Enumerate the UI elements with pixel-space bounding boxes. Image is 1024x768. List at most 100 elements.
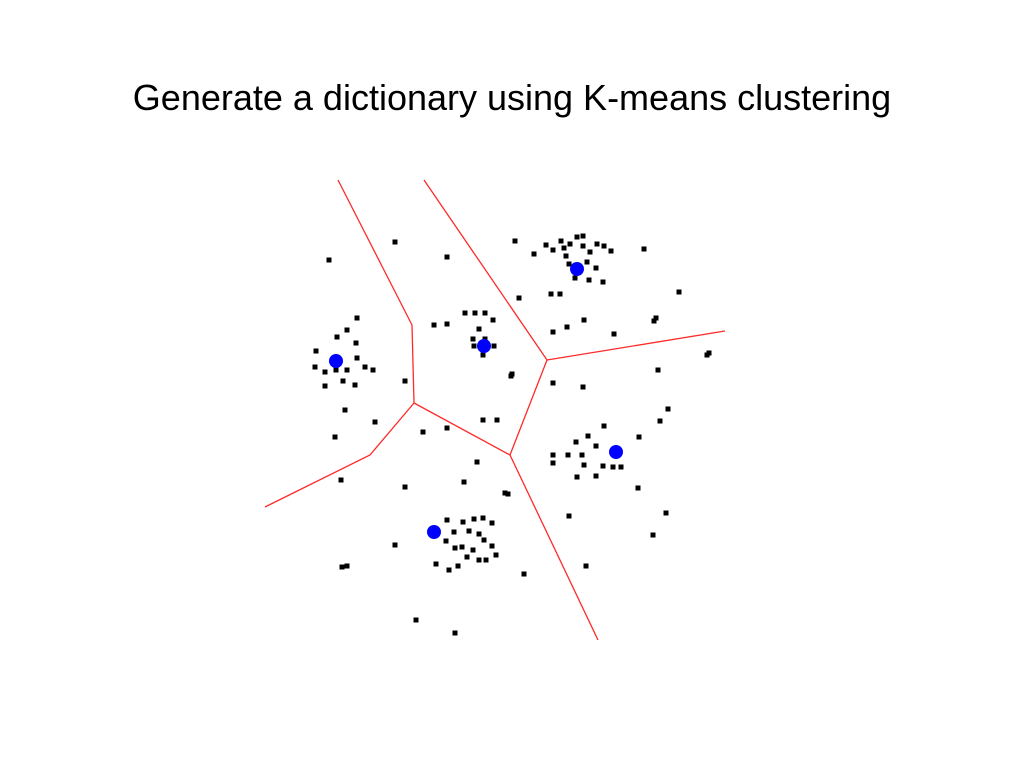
data-point [470,547,476,553]
data-point [476,531,482,537]
data-point [593,473,599,479]
data-points [312,233,712,636]
data-point [462,310,468,316]
data-point [490,317,496,323]
data-point [574,474,580,480]
data-point [580,243,586,249]
data-point [564,324,570,330]
data-point [676,289,682,295]
data-point [326,257,332,263]
data-point [431,322,437,328]
data-point [370,367,376,373]
data-point [451,529,457,535]
cluster-centroid [609,445,623,459]
data-point [334,334,340,340]
data-point [583,563,589,569]
data-point [446,567,452,573]
data-point [581,462,587,468]
data-point [444,517,450,523]
data-point [433,561,439,567]
data-point [516,295,522,301]
data-point [392,542,398,548]
data-point [476,557,482,563]
data-point [657,418,663,424]
data-point [600,463,606,469]
data-point [338,477,344,483]
voronoi-boundaries [264,179,726,641]
data-point [362,364,368,370]
data-point [402,378,408,384]
data-point [561,245,567,251]
voronoi-boundary-line [509,454,599,641]
data-point [558,238,564,244]
data-point [600,279,606,285]
data-point [471,343,477,349]
data-point [491,343,497,349]
voronoi-boundary-line [546,330,726,361]
data-point [581,317,587,323]
data-point [483,557,489,563]
centroids [329,262,623,539]
slide-title: Generate a dictionary using K-means clus… [132,77,892,118]
data-point [444,425,450,431]
data-point [494,417,500,423]
data-point [443,538,449,544]
data-point [531,251,537,257]
data-point [420,429,426,435]
data-point [482,310,488,316]
data-point [452,630,458,636]
data-point [342,407,348,413]
data-point [460,519,466,525]
data-point [502,490,508,496]
voronoi-boundary-line [423,179,548,361]
data-point [508,373,514,379]
data-point [472,310,478,316]
data-point [580,384,586,390]
data-point [476,326,482,332]
data-point [586,277,592,283]
cluster-centroid [427,525,441,539]
data-point [550,460,556,466]
data-point [333,367,339,373]
data-point [548,291,554,297]
data-point [565,452,571,458]
data-point [567,241,573,247]
data-point [635,485,641,491]
data-point [452,545,458,551]
data-point [653,315,659,321]
data-point [593,443,599,449]
data-point [585,433,591,439]
data-point [332,434,338,440]
data-point [312,364,318,370]
data-point [550,452,556,458]
voronoi-boundary-line [264,402,415,508]
data-point [618,464,624,470]
data-point [550,329,556,335]
data-point [601,243,607,249]
data-point [340,378,346,384]
data-point [584,259,590,265]
data-point [650,532,656,538]
data-point [464,554,470,560]
data-point [593,265,599,271]
voronoi-boundary-line [509,359,548,456]
data-point [580,233,586,239]
data-point [471,516,477,522]
data-point [663,510,669,516]
data-point [344,327,350,333]
data-point [566,261,572,267]
data-point [481,537,487,543]
data-point [339,564,345,570]
data-point [352,382,358,388]
data-point [655,367,661,373]
data-point [372,419,378,425]
data-point [444,254,450,260]
data-point [402,484,408,490]
data-point [579,452,585,458]
data-point [344,563,350,569]
data-point [610,464,616,470]
data-point [480,352,486,358]
data-point [574,234,580,240]
